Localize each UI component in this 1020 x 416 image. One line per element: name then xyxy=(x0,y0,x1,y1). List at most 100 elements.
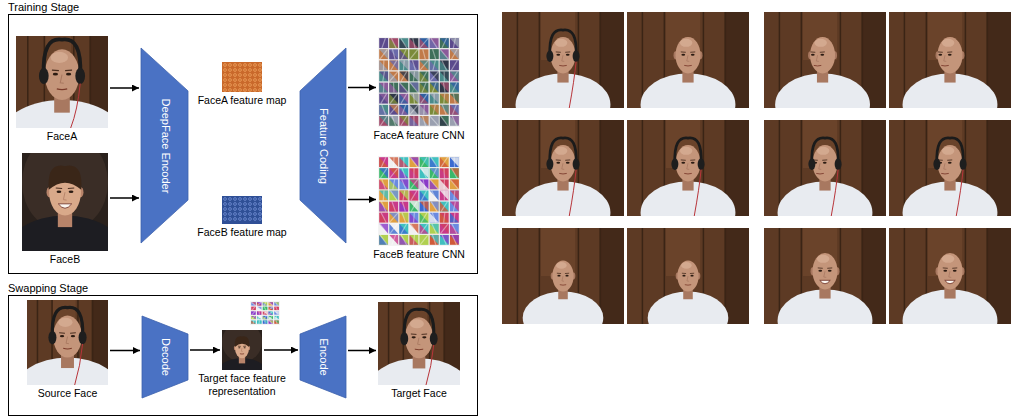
filter-cell xyxy=(399,235,408,245)
filter-shade xyxy=(440,213,449,223)
filter-stripe xyxy=(452,83,457,93)
filter-stripe xyxy=(433,49,436,59)
feature-grid-art xyxy=(250,301,280,325)
eye xyxy=(682,275,685,277)
filter-stripe xyxy=(432,213,436,223)
eye xyxy=(566,54,570,56)
mouth xyxy=(820,280,830,283)
scalp-shine xyxy=(410,319,424,328)
brow xyxy=(690,273,694,274)
brow xyxy=(556,51,561,52)
map-texture xyxy=(249,213,252,216)
filter-shade xyxy=(389,38,398,48)
map-ground xyxy=(222,196,262,224)
filter-stripe xyxy=(276,302,278,305)
nose xyxy=(819,163,821,169)
filter-shade xyxy=(257,302,262,305)
filter-shade xyxy=(257,320,262,323)
filter-stripe xyxy=(413,213,415,223)
filter-cell xyxy=(389,235,398,245)
eye xyxy=(556,162,560,164)
filter-stripe xyxy=(443,168,445,178)
mouth xyxy=(941,173,948,175)
filter-shade xyxy=(420,105,429,115)
filter-shade xyxy=(410,38,419,48)
brow xyxy=(681,159,686,160)
filter-cell xyxy=(399,168,408,178)
filter-cell xyxy=(410,202,419,212)
filter-cell xyxy=(379,83,388,93)
filter-shade xyxy=(399,224,408,234)
map-texture xyxy=(254,203,257,206)
filter-shade xyxy=(420,224,429,234)
filter-cell xyxy=(399,94,408,104)
filter-stripe xyxy=(381,213,386,223)
eye xyxy=(244,347,246,348)
filter-stripe xyxy=(252,311,255,314)
filter-stripe xyxy=(380,49,387,59)
network-trapezoid: Feature Coding xyxy=(300,48,346,243)
map-texture xyxy=(249,208,252,211)
backlight xyxy=(222,330,262,362)
eye xyxy=(811,54,815,56)
filter-shade xyxy=(399,191,408,201)
map-texture xyxy=(249,69,252,72)
face-photo: FaceB xyxy=(22,153,108,251)
wall-seam xyxy=(904,120,906,216)
wall-seam xyxy=(904,228,906,324)
map-texture xyxy=(239,69,242,72)
scalp-shine xyxy=(555,39,567,47)
map-texture xyxy=(229,203,232,206)
filter-cell xyxy=(399,157,408,167)
filter-stripe xyxy=(276,320,277,323)
filter-shade xyxy=(263,316,268,319)
map-texture xyxy=(224,84,227,87)
map-texture xyxy=(224,218,227,221)
filter-stripe xyxy=(452,105,456,115)
headphone-band xyxy=(937,138,963,163)
scalp-shine xyxy=(942,39,954,47)
filter-stripe xyxy=(423,105,425,115)
map-texture xyxy=(229,69,232,72)
filter-shade xyxy=(410,83,419,93)
map-caption: FaceB feature map xyxy=(197,226,286,239)
filter-cell xyxy=(257,320,262,323)
filter-shade xyxy=(399,60,408,70)
filter-shade xyxy=(399,94,408,104)
filter-cell xyxy=(440,224,449,234)
filter-cell xyxy=(399,191,408,201)
filter-stripe xyxy=(382,38,386,48)
filter-stripe xyxy=(390,168,398,178)
filter-shade xyxy=(430,157,439,167)
filter-stripe xyxy=(440,49,448,59)
filter-cell xyxy=(440,168,449,178)
head xyxy=(551,145,576,181)
filter-stripe xyxy=(402,168,406,178)
filter-shade xyxy=(410,213,419,223)
filter-shade xyxy=(389,168,398,178)
filter-cell xyxy=(410,191,419,201)
filter-stripe xyxy=(452,168,458,178)
brow xyxy=(938,51,943,52)
photo xyxy=(22,153,108,251)
filter-stripe xyxy=(383,72,385,82)
feature-map: FaceB feature map xyxy=(222,196,262,224)
filter-shade xyxy=(430,191,439,201)
filter-cell xyxy=(440,105,449,115)
flow-arrow xyxy=(348,199,376,201)
stage-panel: Training StageFaceAFaceBDeepFace Encoder… xyxy=(8,14,478,274)
nose xyxy=(687,163,689,169)
head xyxy=(551,37,576,73)
nose xyxy=(824,271,826,277)
filter-stripe xyxy=(423,116,426,126)
map-texture xyxy=(259,213,262,216)
filter-stripe xyxy=(380,224,387,234)
filter-shade xyxy=(440,116,449,126)
filter-stripe xyxy=(422,168,427,178)
headphone-cup xyxy=(39,68,49,84)
filter-stripe xyxy=(402,202,405,212)
map-texture xyxy=(239,64,242,67)
filter-stripe xyxy=(252,320,254,323)
filter-cell xyxy=(399,202,408,212)
map-texture xyxy=(229,84,232,87)
